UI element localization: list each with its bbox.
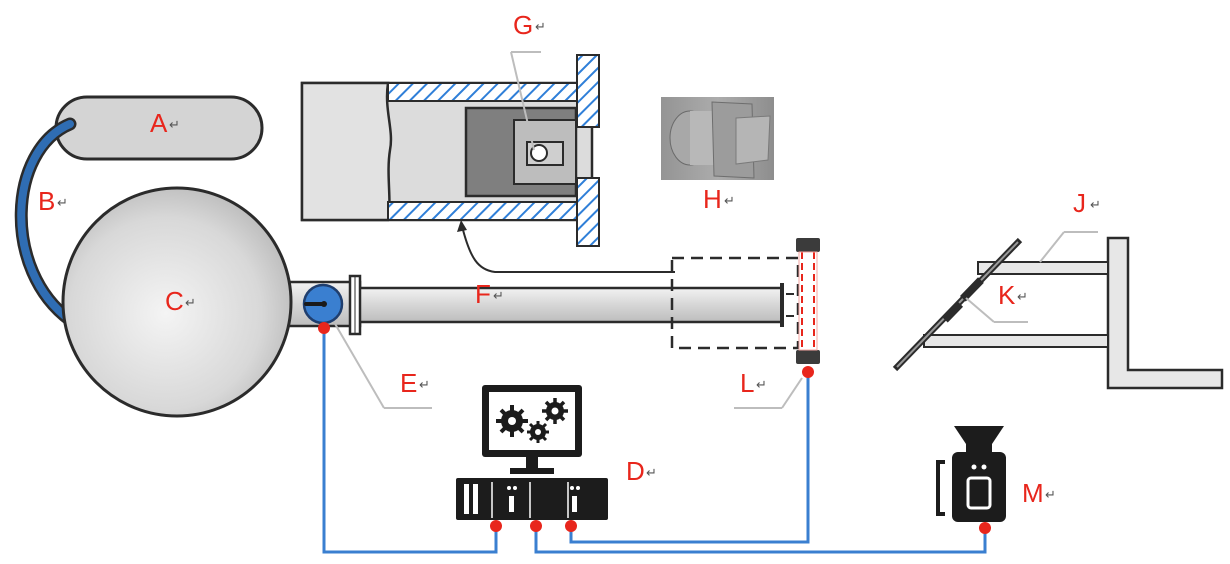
svg-text:↵: ↵ — [535, 20, 546, 35]
daq-connector — [490, 520, 502, 532]
leader-e — [333, 321, 385, 409]
cable-daq-to-camera — [534, 528, 987, 554]
daq-connector — [565, 520, 577, 532]
cable-valve-to-daq — [322, 330, 498, 554]
label-l: L — [740, 368, 754, 398]
strain-gauge-k — [960, 277, 984, 302]
light-screen-connector — [802, 366, 814, 378]
camera-connector — [979, 522, 991, 534]
svg-text:↵: ↵ — [646, 466, 657, 481]
svg-text:↵: ↵ — [724, 194, 735, 209]
svg-text:↵: ↵ — [185, 296, 196, 311]
component-labels: A ↵ B ↵ C ↵ D ↵ E ↵ F ↵ G ↵ H ↵ J ↵ K ↵ … — [38, 10, 1101, 508]
label-f: F — [475, 279, 491, 309]
leader-l — [781, 377, 803, 409]
light-screen-l — [734, 238, 820, 409]
barrel-wall-top — [387, 82, 579, 102]
svg-text:↵: ↵ — [169, 118, 180, 133]
solenoid-valve-e — [302, 283, 344, 334]
label-h: H — [703, 184, 722, 214]
flange-bottom — [576, 177, 600, 247]
projectile-detail-g — [300, 51, 600, 247]
sabot-front — [513, 119, 577, 185]
detail-region-box — [670, 256, 800, 350]
projectile — [530, 144, 548, 162]
cable-daq-to-light-screen — [569, 376, 810, 544]
svg-text:↵: ↵ — [493, 289, 504, 304]
muzzle-end — [780, 283, 784, 327]
svg-text:↵: ↵ — [57, 196, 68, 211]
valve-connector — [318, 322, 330, 334]
leader-j — [1039, 231, 1065, 263]
signal-cables — [322, 330, 987, 554]
svg-text:↵: ↵ — [419, 378, 430, 393]
launch-tube-f — [268, 256, 800, 350]
barrel-wall-bottom — [387, 201, 579, 221]
svg-text:↵: ↵ — [756, 378, 767, 393]
detail-callout-line — [461, 225, 675, 273]
gear-icon — [496, 405, 528, 437]
label-k: K — [998, 280, 1016, 310]
label-b: B — [38, 186, 55, 216]
gear-icon — [527, 421, 549, 443]
label-c: C — [165, 286, 184, 316]
label-e: E — [400, 368, 417, 398]
daq-connector — [530, 520, 542, 532]
leader-k — [965, 297, 995, 323]
label-m: M — [1022, 478, 1044, 508]
monitor-gears-icon — [482, 385, 582, 474]
label-j: J — [1073, 188, 1086, 218]
target-fixture-j — [892, 231, 1224, 390]
label-g: G — [513, 10, 533, 40]
svg-text:↵: ↵ — [1090, 198, 1101, 213]
svg-text:↵: ↵ — [1017, 290, 1028, 305]
flange-top — [576, 54, 600, 128]
pressure-vessel-c — [61, 186, 293, 418]
svg-text:↵: ↵ — [1045, 488, 1056, 503]
specimen-photo-h — [661, 97, 774, 180]
label-a: A — [150, 108, 168, 138]
data-acquisition-unit-icon — [456, 478, 608, 532]
label-d: D — [626, 456, 645, 486]
high-speed-camera-icon — [936, 426, 1006, 534]
gear-icon — [542, 398, 568, 424]
hose-b-inner — [17, 120, 74, 324]
